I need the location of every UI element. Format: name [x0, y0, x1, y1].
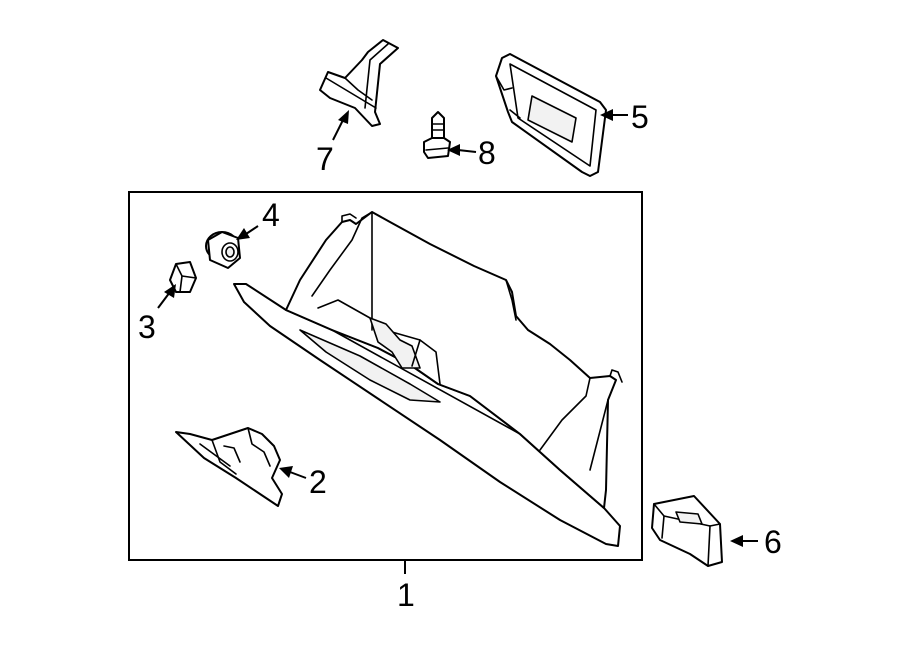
leader-4: [245, 225, 259, 235]
callout-4: 4: [262, 197, 280, 233]
leader-2: [289, 471, 307, 479]
latch-part-2[interactable]: [175, 427, 283, 507]
arrowhead-4: [236, 228, 250, 240]
arrowhead-5: [600, 109, 613, 121]
arrowhead-3: [164, 284, 176, 298]
leader-lines: [157, 109, 758, 574]
bumper-part-4[interactable]: [205, 231, 241, 269]
arrowhead-7: [338, 110, 349, 124]
stop-part-3[interactable]: [169, 261, 197, 293]
arrowhead-8: [447, 144, 460, 156]
arrowhead-2: [279, 466, 293, 478]
callout-8: 8: [478, 135, 496, 171]
push-pin-part-8[interactable]: [423, 111, 451, 159]
arrowhead-6: [730, 535, 743, 547]
bracket-part-7[interactable]: [319, 39, 399, 127]
assembly-frame: [128, 191, 643, 561]
callout-6: 6: [764, 524, 782, 560]
callout-labels: 7 8 5 4 3 2 6 1: [138, 99, 782, 613]
leader-3: [157, 291, 171, 309]
leader-8: [457, 149, 477, 153]
clip-part-6[interactable]: [651, 495, 723, 567]
callout-2: 2: [309, 464, 327, 500]
leader-7: [332, 117, 345, 141]
callout-5: 5: [631, 99, 649, 135]
panel-part-5[interactable]: [495, 53, 607, 177]
callout-1: 1: [397, 577, 415, 613]
callout-7: 7: [316, 141, 334, 177]
callout-3: 3: [138, 309, 156, 345]
glove-box-part-1[interactable]: [233, 211, 623, 547]
